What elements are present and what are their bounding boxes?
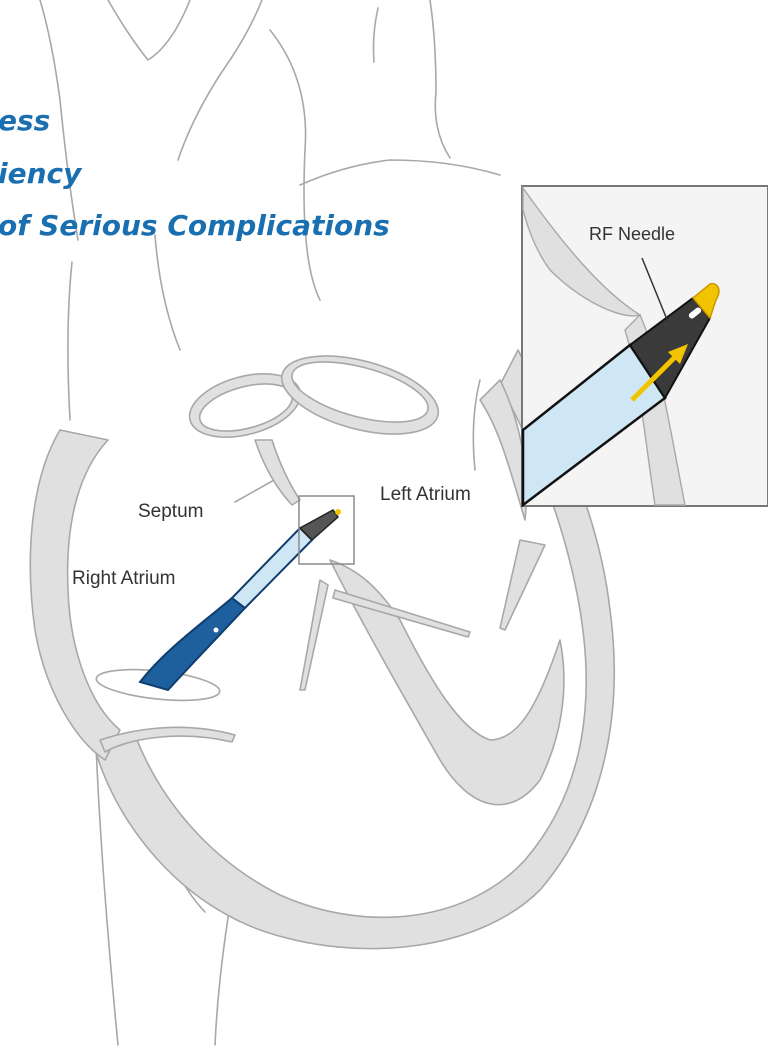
outline-aorta-left xyxy=(270,30,320,300)
outline-bottom-mid xyxy=(215,905,230,1045)
label-left-atrium: Left Atrium xyxy=(380,484,471,505)
headline-line-3: of Serious Complications xyxy=(0,209,390,242)
label-right-atrium: Right Atrium xyxy=(72,568,175,589)
catheter-dilator xyxy=(232,528,312,608)
leaflet-c xyxy=(500,540,545,630)
outline-top-v1 xyxy=(108,0,190,60)
vessel-outlines xyxy=(40,0,500,1045)
leaflet-a xyxy=(300,580,328,690)
outline-top-v3 xyxy=(374,8,379,62)
outline-top-v4 xyxy=(430,0,450,158)
outline-left-chest xyxy=(68,262,72,420)
ventricle-septum xyxy=(330,560,564,805)
outline-aorta-arch xyxy=(155,235,180,350)
pulmonary-ring xyxy=(282,356,439,434)
label-rf-needle: RF Needle xyxy=(589,224,675,244)
label-septum: Septum xyxy=(138,501,203,522)
heart-left-wall xyxy=(30,430,120,760)
headline-line-2: iency xyxy=(0,157,83,190)
valve-rings xyxy=(190,356,439,437)
catheter-dot xyxy=(214,628,219,633)
outline-aorta-right xyxy=(300,160,500,185)
outline-vessel-right-a xyxy=(473,380,480,470)
septum-band xyxy=(255,440,300,505)
headline-line-1: ess xyxy=(0,104,50,137)
needle-tip-dot xyxy=(335,509,341,515)
outline-top-v2 xyxy=(178,0,262,160)
